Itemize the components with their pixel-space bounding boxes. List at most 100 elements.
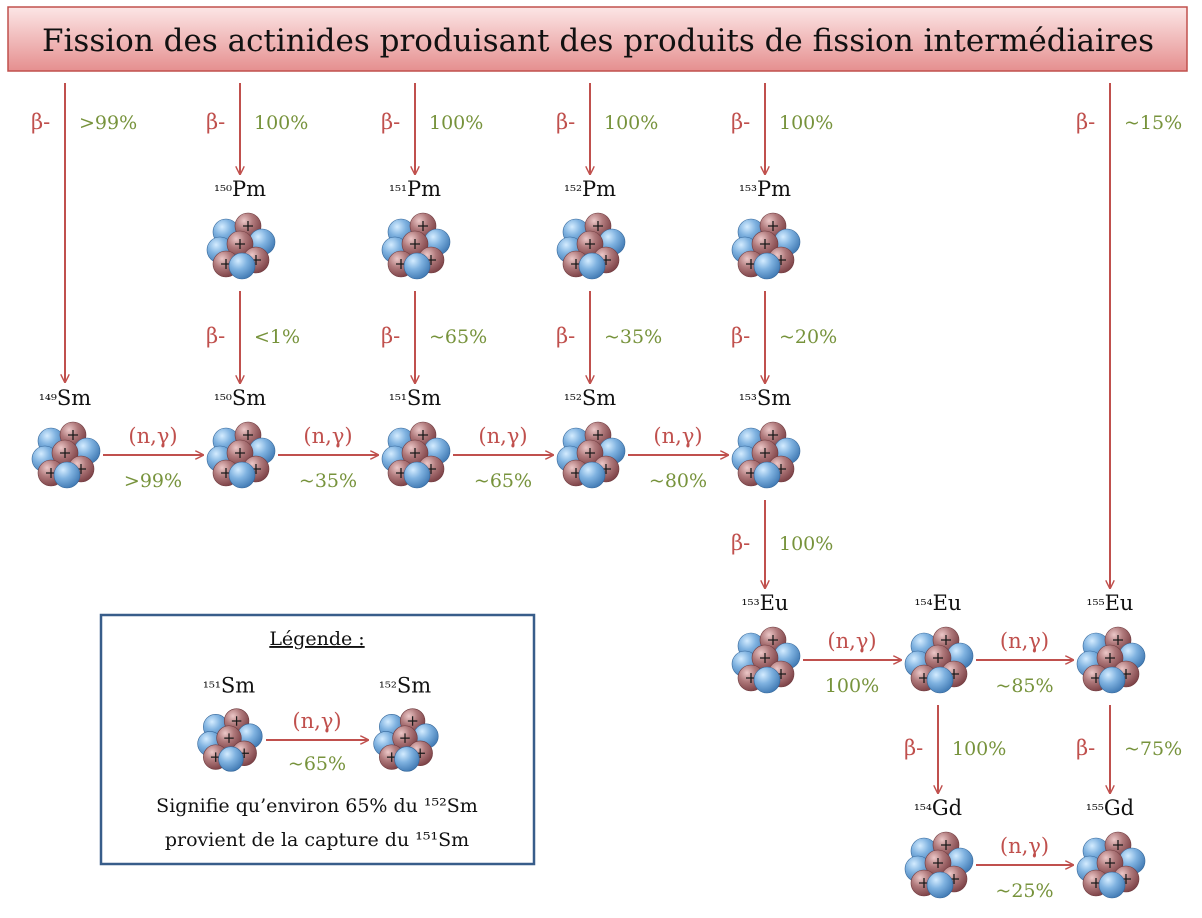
capture-percent: ~35% <box>299 470 357 492</box>
nuclide-153-pm: ¹⁵³Pm <box>731 177 801 280</box>
atom-icon <box>731 212 801 280</box>
decay-percent: ~75% <box>1124 738 1182 760</box>
mass-number: ¹⁵⁵ <box>1087 596 1105 614</box>
plus-sign-icon <box>418 430 428 440</box>
plus-sign-icon <box>68 430 78 440</box>
mass-number: ¹⁵⁴ <box>914 801 932 819</box>
plus-sign-icon <box>941 840 951 850</box>
element-symbol: Pm <box>232 177 266 201</box>
nuclide-label: ¹⁵⁴Eu <box>915 591 962 615</box>
capture-label: (n,γ) <box>303 424 352 448</box>
decay-percent: 100% <box>779 112 833 134</box>
capture-label: (n,γ) <box>653 424 702 448</box>
plus-sign-icon <box>1105 858 1115 868</box>
atom-icon <box>904 626 974 694</box>
neutron-sphere <box>1098 871 1126 899</box>
capture-percent: ~80% <box>649 470 707 492</box>
decay-percent: ~15% <box>1124 112 1182 134</box>
nuclide-label: ¹⁵³Pm <box>739 177 791 201</box>
decay-percent: >99% <box>79 112 137 134</box>
plus-sign-icon <box>407 716 418 726</box>
nuclide-150-pm: ¹⁵⁰Pm <box>206 177 276 280</box>
atom-icon <box>904 831 974 899</box>
mass-number: ¹⁵¹ <box>389 391 407 409</box>
nuclide-152-sm: ¹⁵²Sm <box>373 674 439 772</box>
nuclide-155-gd: ¹⁵⁵Gd <box>1076 796 1146 899</box>
plus-sign-icon <box>585 448 595 458</box>
element-symbol: Sm <box>407 386 441 410</box>
plus-sign-icon <box>224 733 234 743</box>
mass-number: ¹⁵³ <box>742 596 760 614</box>
capture-label: (n,γ) <box>1000 834 1049 858</box>
diagram-title: Fission des actinides produisant des pro… <box>42 23 1154 59</box>
neutron-sphere <box>53 461 81 489</box>
capture-percent: ~65% <box>474 470 532 492</box>
capture-label: (n,γ) <box>128 424 177 448</box>
decay-percent: 100% <box>604 112 658 134</box>
decay-percent: ~35% <box>604 326 662 348</box>
title-banner: Fission des actinides produisant des pro… <box>7 6 1188 72</box>
decay-label: β- <box>731 531 750 555</box>
plus-sign-icon <box>585 239 595 249</box>
neutron-sphere <box>1098 666 1126 694</box>
legend-title: Légende : <box>269 628 364 650</box>
neutron-sphere <box>228 252 256 280</box>
element-symbol: Pm <box>407 177 441 201</box>
neutron-sphere <box>578 461 606 489</box>
nuclide-152-sm: ¹⁵²Sm <box>556 386 626 489</box>
plus-sign-icon <box>760 239 770 249</box>
plus-sign-icon <box>243 221 253 231</box>
title-banner-box <box>7 6 1188 72</box>
nuclide-153-sm: ¹⁵³Sm <box>731 386 801 489</box>
mass-number: ¹⁵⁰ <box>214 391 232 409</box>
nuclide-label: ¹⁵¹Sm <box>389 386 441 410</box>
nuclide-label: ¹⁵⁵Gd <box>1086 796 1134 820</box>
mass-number: ¹⁵¹ <box>389 182 407 200</box>
nuclide-151-pm: ¹⁵¹Pm <box>381 177 451 280</box>
legend-capture-percent: ~65% <box>288 753 346 775</box>
element-symbol: Sm <box>397 674 431 698</box>
plus-sign-icon <box>933 653 943 663</box>
plus-sign-icon <box>235 448 245 458</box>
element-symbol: Sm <box>57 386 91 410</box>
legend-line-1: Signifie qu’environ 65% du ¹⁵²Sm <box>156 795 478 817</box>
mass-number: ¹⁵² <box>564 391 582 409</box>
decay-label: β- <box>904 736 923 760</box>
decay-percent: ~20% <box>779 326 837 348</box>
plus-sign-icon <box>243 430 253 440</box>
plus-sign-icon <box>593 430 603 440</box>
decay-percent: 100% <box>429 112 483 134</box>
capture-label: (n,γ) <box>1000 629 1049 653</box>
capture-percent: ~85% <box>995 675 1053 697</box>
atom-icon <box>31 421 101 489</box>
plus-sign-icon <box>768 635 778 645</box>
atom-icon <box>381 421 451 489</box>
mass-number: ¹⁵² <box>564 182 582 200</box>
decay-label: β- <box>1076 110 1095 134</box>
plus-sign-icon <box>60 448 70 458</box>
nuclides-layer: ¹⁴⁹Sm¹⁵⁰Pm¹⁵⁰Sm¹⁵¹Pm¹⁵¹Sm¹⁵²Pm¹⁵²Sm¹⁵³Pm… <box>31 177 1146 899</box>
mass-number: ¹⁵⁵ <box>1086 801 1104 819</box>
neutron-sphere <box>403 461 431 489</box>
plus-sign-icon <box>410 239 420 249</box>
nuclide-label: ¹⁵⁵Eu <box>1087 591 1134 615</box>
plus-sign-icon <box>418 221 428 231</box>
atom-icon <box>381 212 451 280</box>
mass-number: ¹⁵³ <box>739 391 757 409</box>
atom-icon <box>1076 831 1146 899</box>
decay-percent: ~65% <box>429 326 487 348</box>
decay-label: β- <box>206 324 225 348</box>
element-symbol: Gd <box>1104 796 1134 820</box>
element-symbol: Eu <box>1105 591 1134 615</box>
decay-percent: 100% <box>254 112 308 134</box>
plus-sign-icon <box>231 716 242 726</box>
neutron-sphere <box>753 461 781 489</box>
neutron-sphere <box>218 746 244 772</box>
atom-icon <box>197 708 263 772</box>
capture-label: (n,γ) <box>478 424 527 448</box>
nuclide-label: ¹⁵²Pm <box>564 177 616 201</box>
element-symbol: Pm <box>757 177 791 201</box>
nuclide-155-eu: ¹⁵⁵Eu <box>1076 591 1146 694</box>
decay-percent: 100% <box>779 533 833 555</box>
